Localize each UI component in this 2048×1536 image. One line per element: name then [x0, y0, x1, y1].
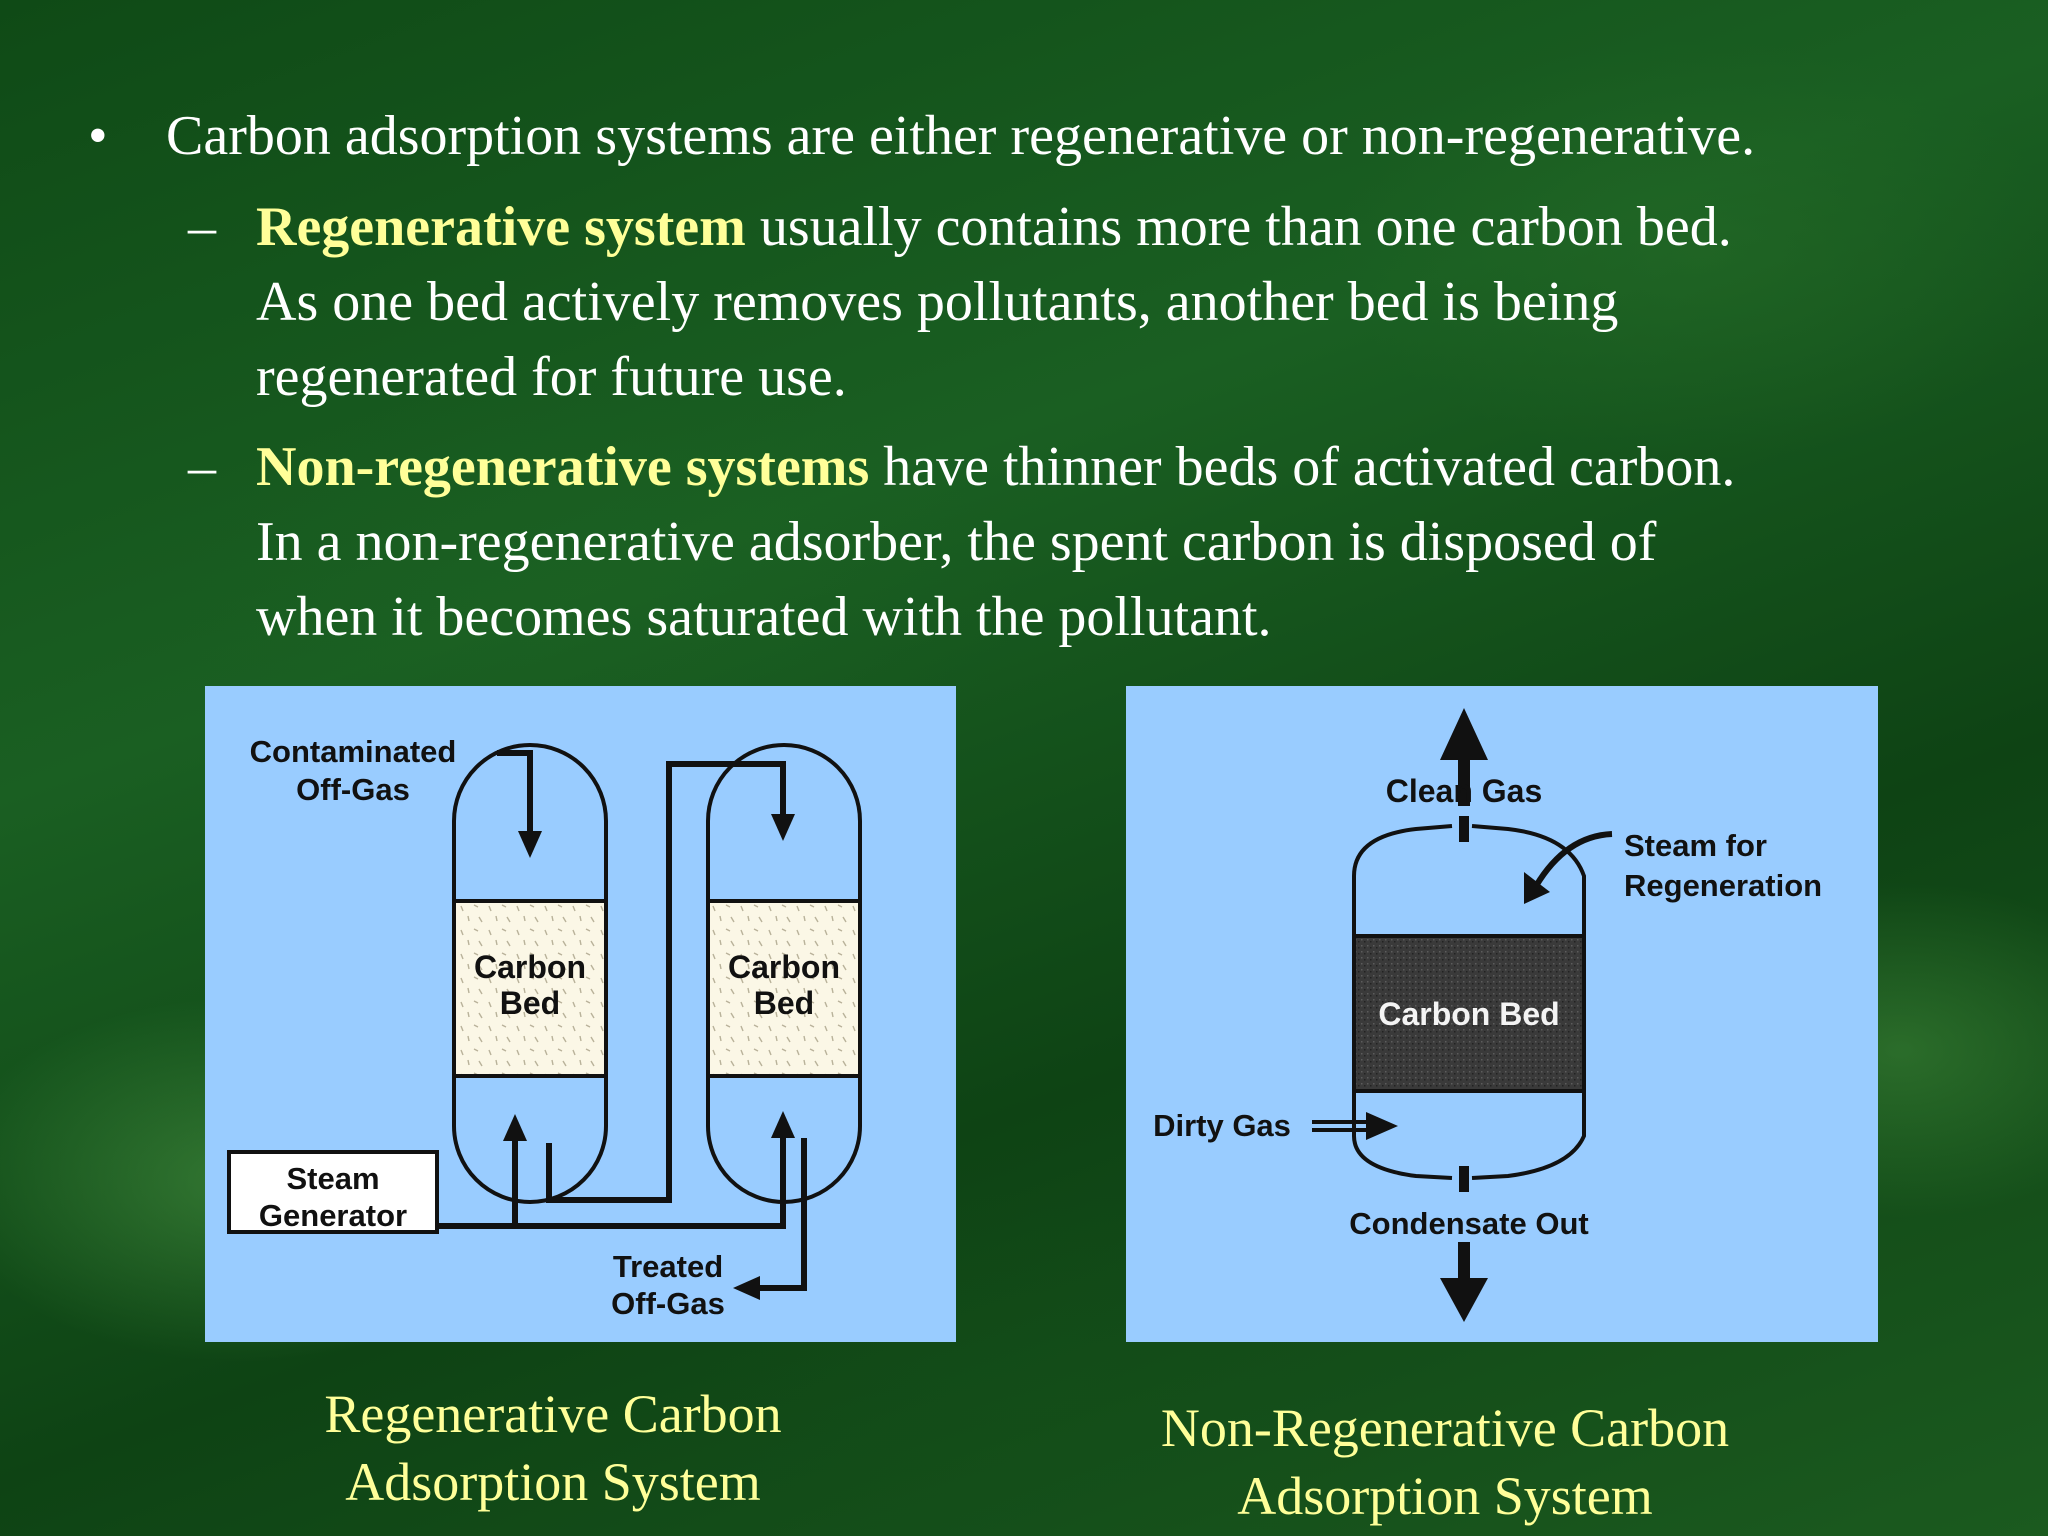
vessel: [1352, 824, 1586, 1180]
dash: –: [188, 436, 216, 498]
carbon-bed-dark: [1352, 934, 1586, 1093]
steam-generator-box: [227, 1150, 439, 1234]
clean-gas-outlet: [1440, 708, 1488, 842]
label-steam-1: Steam: [286, 1161, 379, 1196]
sub-line-1: Regenerative system usually contains mor…: [256, 190, 1732, 265]
label-carbon-bed: Carbon Bed: [1378, 996, 1559, 1032]
bullet-symbol: •: [88, 105, 108, 167]
label-steam-2: Regeneration: [1624, 868, 1822, 903]
sub-line-1-rest: have thinner beds of activated carbon.: [869, 436, 1736, 498]
regenerative-diagram: Contaminated Off-Gas Carbon Bed Carbon B…: [205, 686, 956, 1342]
caption-non-regenerative: Non-Regenerative Carbon Adsorption Syste…: [1110, 1394, 1780, 1530]
label-bed1-1: Carbon: [474, 949, 586, 985]
sub-line-1-rest: usually contains more than one carbon be…: [745, 196, 1732, 258]
label-contaminated-2: Off-Gas: [296, 772, 410, 807]
label-treated-2: Off-Gas: [611, 1286, 725, 1321]
sub-line-2: In a non-regenerative adsorber, the spen…: [256, 511, 1657, 573]
label-steam-1: Steam for: [1624, 828, 1767, 863]
term-regenerative: Regenerative system: [256, 196, 746, 258]
vessel-1: [452, 743, 608, 1204]
non-regenerative-diagram: Clean Gas Steam for Regeneration Carbon …: [1126, 686, 1878, 1342]
dirty-gas-arrow: [1312, 1112, 1398, 1140]
sub-line-1: Non-regenerative systems have thinner be…: [256, 430, 1735, 505]
bullet-text: Carbon adsorption systems are either reg…: [166, 105, 1756, 167]
term-non-regenerative: Non-regenerative systems: [256, 436, 870, 498]
label-bed1-2: Bed: [500, 985, 560, 1021]
sub-line-2: As one bed actively removes pollutants, …: [256, 271, 1619, 333]
condensate-outlet: [1440, 1166, 1488, 1322]
caption-line-1: Non-Regenerative Carbon: [1160, 1398, 1730, 1458]
sub-line-3: regenerated for future use.: [256, 346, 847, 408]
dash: –: [188, 196, 216, 258]
pipes: [437, 750, 807, 1291]
label-dirty-gas: Dirty Gas: [1153, 1108, 1291, 1143]
label-bed2-2: Bed: [754, 985, 814, 1021]
caption-line-1: Regenerative Carbon: [324, 1384, 782, 1444]
steam-arrow: [1524, 831, 1613, 904]
label-contaminated-1: Contaminated: [250, 734, 457, 769]
sub-line-3: when it becomes saturated with the pollu…: [256, 586, 1272, 648]
label-condensate: Condensate Out: [1349, 1206, 1588, 1241]
caption-regenerative: Regenerative Carbon Adsorption System: [253, 1380, 853, 1516]
arrowheads: [503, 814, 795, 1300]
label-bed2-1: Carbon: [728, 949, 840, 985]
label-steam-2: Generator: [259, 1198, 407, 1233]
label-treated-1: Treated: [613, 1249, 723, 1284]
label-clean-gas: Clean Gas: [1386, 773, 1543, 809]
caption-line-2: Adsorption System: [345, 1452, 761, 1512]
caption-line-2: Adsorption System: [1237, 1466, 1653, 1526]
